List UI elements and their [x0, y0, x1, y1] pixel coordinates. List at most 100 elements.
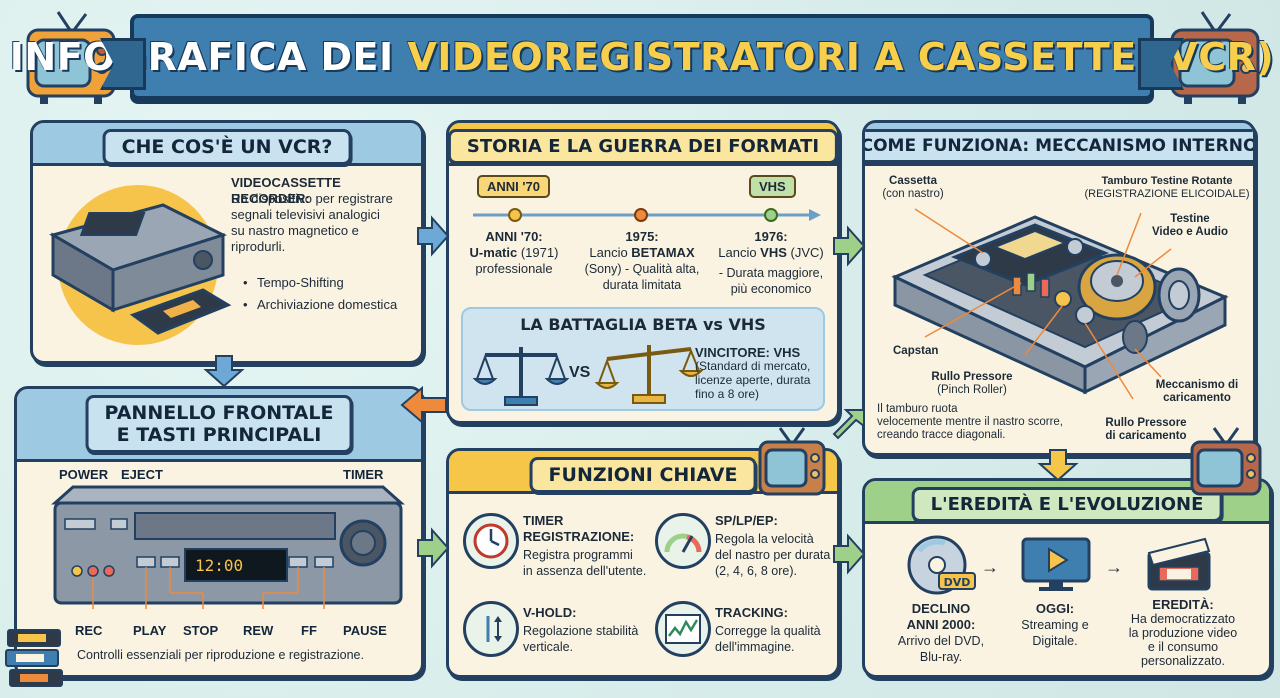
timeline-axis — [473, 208, 821, 222]
vcr-mechanism-illustration — [891, 208, 1229, 400]
event-1-year: (1971) — [517, 245, 559, 260]
panel-title: FUNZIONI CHIAVE — [529, 457, 757, 493]
timeline-chip-start: ANNI '70 — [477, 175, 550, 198]
dvd-label: DVD — [944, 576, 971, 589]
f4-line1: Corregge la qualità — [715, 624, 821, 638]
label-rec: REC — [75, 623, 103, 638]
bullet-1: Tempo-Shifting — [257, 275, 344, 290]
event-3-line3: più economico — [730, 282, 812, 296]
event-2-name: BETAMAX — [631, 245, 695, 260]
label-drum: Tamburo Testine Rotante(REGISTRAZIONE EL… — [1083, 175, 1251, 201]
panel-title: CHE COS'È UN VCR? — [102, 129, 352, 165]
title-part1: INFOGRAFICA DEI — [9, 35, 408, 79]
retro-tv-icon — [1190, 427, 1262, 496]
front-footer: Controlli essenziali per riproduzione e … — [77, 648, 364, 662]
event-1-name: U-matic — [469, 245, 518, 260]
cassette-stack-icon — [5, 629, 63, 687]
event-2-line1: Lancio BETAMAX — [569, 245, 715, 261]
event-3-title: 1976: — [754, 229, 788, 244]
vcr-desc-1: Un dispositivo per registrare — [231, 191, 393, 206]
display-readout: 12:00 — [195, 556, 243, 575]
label-drum-title: Tamburo Testine Rotante — [1101, 175, 1233, 187]
tracking-graph-icon — [655, 601, 711, 657]
label-capstan-title: Capstan — [893, 345, 939, 357]
f4-title: TRACKING: — [715, 605, 788, 620]
f2-line1: Regola la velocità — [715, 532, 814, 546]
label-capstan: Capstan — [893, 345, 938, 358]
f2-line2: del nastro per durata — [715, 548, 831, 562]
panel-title: COME FUNZIONA: MECCANISMO INTERNO — [865, 129, 1253, 163]
legacy-panel: L'EREDITÀ E L'EVOLUZIONE DVD → → DECLINO… — [862, 478, 1272, 678]
balance-scale-icon — [594, 345, 704, 404]
today-title: OGGI: — [1035, 601, 1075, 616]
today-line2: Digitale. — [1032, 634, 1078, 648]
label-drum-sub: (REGISTRAZIONE ELICOIDALE) — [1084, 188, 1250, 200]
legacy-line3: e il consumo — [1147, 640, 1219, 654]
event-3-name: VHS — [760, 245, 787, 260]
bullet-dot: • — [243, 297, 248, 312]
f3-line2: verticale. — [523, 640, 574, 654]
flow-arrow-icon — [203, 355, 245, 388]
label-loading-sub: caricamento — [1163, 392, 1231, 404]
event-1-line2: professionale — [475, 261, 553, 276]
legacy-line1: Ha democratizzato — [1130, 612, 1236, 626]
flow-arrow-icon — [400, 385, 447, 425]
winner-line3: fino a 8 ore) — [695, 387, 760, 401]
event-2-line2: (Sony) - Qualità alta, — [584, 262, 700, 276]
note-line2: velocemente mentre il nastro scorre, — [877, 416, 1063, 428]
flow-arrow-icon — [833, 225, 866, 267]
battle-box: LA BATTAGLIA BETA vs VHS VS VINCIT — [461, 307, 825, 411]
label-rew: REW — [243, 623, 274, 638]
label-eject: EJECT — [121, 467, 163, 482]
panel-title-line1: PANNELLO FRONTALE — [104, 402, 334, 424]
speed-gauge-icon — [655, 513, 711, 569]
timeline-chip-end: VHS — [749, 175, 796, 198]
decline-title1: DECLINO — [911, 601, 971, 616]
dvd-disc-icon: DVD — [907, 535, 976, 595]
winner-line2: licenze aperte, durata — [695, 373, 811, 387]
panel-title: STORIA E LA GUERRA DEI FORMATI — [449, 129, 837, 164]
note-line1: Il tamburo ruota — [877, 403, 958, 415]
f2-title: SP/LP/EP: — [715, 513, 778, 528]
panel-title: L'EREDITÀ E L'EVOLUZIONE — [911, 487, 1223, 522]
decline-line2: Blu-ray. — [919, 650, 963, 664]
retro-tv-icon — [758, 427, 826, 496]
f3-title: V-HOLD: — [523, 605, 577, 620]
f1-title2: REGISTRAZIONE: — [523, 529, 635, 544]
today-line1: Streaming e — [1021, 618, 1089, 632]
panel-title-line2: E TASTI PRINCIPALI — [116, 424, 322, 446]
retro-tv-icon — [1170, 11, 1260, 104]
f2-line3: (2, 4, 6, 8 ore). — [715, 564, 797, 578]
flow-arrow-icon — [417, 215, 450, 257]
monitor-play-icon — [1021, 537, 1091, 591]
event-1-title: ANNI '70: — [485, 229, 543, 244]
label-cassette: Cassetta(con nastro) — [873, 175, 953, 201]
event-3-prefix: Lancio — [718, 245, 761, 260]
retro-tv-icon — [26, 11, 116, 104]
legacy-line4: personalizzato. — [1140, 654, 1226, 668]
f3-line1: Regolazione stabilità — [523, 624, 639, 638]
label-load-roller-sub: di caricamento — [1105, 430, 1187, 442]
f1-title1: TIMER — [523, 513, 564, 528]
event-2-line3: durata limitata — [602, 278, 682, 292]
label-ff: FF — [301, 623, 317, 638]
vertical-hold-icon — [463, 601, 519, 657]
event-2-prefix: Lancio — [589, 245, 632, 260]
label-play: PLAY — [133, 623, 167, 638]
title-banner: INFOGRAFICA DEI VIDEOREGISTRATORI A CASS… — [10, 14, 1274, 100]
vs-label: VS — [569, 364, 591, 381]
label-timer: TIMER — [343, 467, 384, 482]
event-1-line1: U-matic (1971) — [459, 245, 569, 261]
flow-arrow-icon — [832, 409, 865, 440]
f4-line2: dell'immagine. — [715, 640, 795, 654]
battle-title: LA BATTAGLIA BETA vs VHS — [520, 315, 766, 334]
clapperboard-icon — [1147, 537, 1211, 591]
bullet-dot: • — [243, 275, 248, 290]
title-part2: VIDEOREGISTRATORI A CASSETTE (VCR) — [407, 35, 1275, 79]
